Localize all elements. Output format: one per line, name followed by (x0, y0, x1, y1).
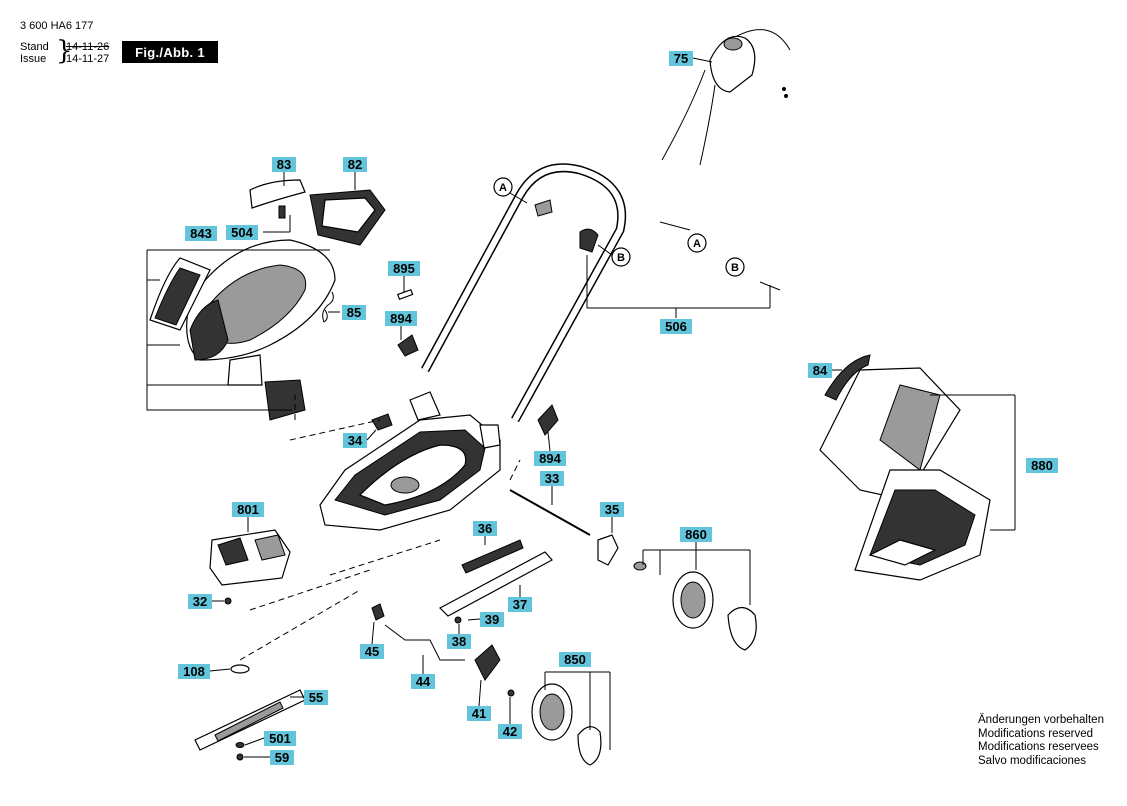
callout-894-top: 894 (385, 311, 417, 326)
svg-text:506: 506 (665, 319, 687, 334)
svg-text:33: 33 (545, 471, 559, 486)
svg-text:37: 37 (513, 597, 527, 612)
issue-label: Issue (20, 53, 47, 65)
svg-text:44: 44 (416, 674, 431, 689)
callout-506: 506 (660, 319, 692, 334)
callout-84: 84 (808, 363, 832, 378)
callout-45: 45 (360, 644, 384, 659)
callout-36: 36 (473, 521, 497, 536)
svg-text:35: 35 (605, 502, 619, 517)
stand-date: 14-11-26 (66, 41, 110, 53)
svg-text:894: 894 (539, 451, 561, 466)
svg-text:59: 59 (275, 750, 289, 765)
axle-and-adjuster (371, 489, 619, 697)
marker-a-lower: A (493, 177, 528, 204)
note-de: Änderungen vorbehalten (978, 714, 1104, 726)
motor-unit (209, 529, 291, 605)
svg-text:82: 82 (348, 157, 362, 172)
callout-843: 843 (185, 226, 217, 241)
svg-text:83: 83 (277, 157, 291, 172)
marker-b-lower: B (597, 244, 631, 267)
svg-text:504: 504 (231, 225, 253, 240)
svg-text:850: 850 (564, 652, 586, 667)
svg-text:860: 860 (685, 527, 707, 542)
callout-85: 85 (342, 305, 366, 320)
svg-text:84: 84 (813, 363, 828, 378)
svg-text:75: 75 (674, 51, 688, 66)
callout-501: 501 (264, 731, 296, 746)
issue-date: 14-11-27 (66, 53, 110, 65)
callout-83: 83 (272, 157, 296, 172)
callout-82: 82 (343, 157, 367, 172)
note-es: Salvo modificaciones (978, 754, 1087, 767)
motor-cover-assembly (149, 179, 386, 421)
svg-text:85: 85 (347, 305, 361, 320)
grass-box-assembly (819, 354, 991, 581)
modification-notes: Änderungen vorbehalten Modifications res… (978, 714, 1104, 768)
upper-handle-assembly (659, 29, 884, 291)
svg-text:34: 34 (348, 433, 363, 448)
note-en: Modifications reserved (978, 727, 1094, 740)
callout-42: 42 (498, 724, 522, 739)
lower-handle-assembly (396, 163, 627, 436)
marker-b-upper: B (725, 257, 745, 277)
svg-text:41: 41 (472, 706, 486, 721)
leader-lines (146, 215, 1016, 750)
svg-text:A: A (693, 238, 701, 250)
svg-text:501: 501 (269, 731, 291, 746)
callout-55: 55 (304, 690, 328, 705)
callout-850: 850 (559, 652, 591, 667)
callout-801: 801 (232, 502, 264, 517)
callout-32: 32 (188, 594, 212, 609)
svg-text:36: 36 (478, 521, 492, 536)
callout-38: 38 (447, 634, 471, 649)
callout-35: 35 (600, 502, 624, 517)
stand-label: Stand (20, 41, 49, 53)
reference-markers: A B A B (493, 177, 745, 277)
callout-75: 75 (669, 51, 693, 66)
callout-860: 860 (680, 527, 712, 542)
svg-text:39: 39 (485, 612, 499, 627)
mower-deck (319, 391, 501, 531)
svg-text:843: 843 (190, 226, 212, 241)
svg-text:B: B (617, 252, 625, 264)
callout-33: 33 (540, 471, 564, 486)
svg-text:895: 895 (393, 261, 415, 276)
svg-text:894: 894 (390, 311, 412, 326)
callout-41: 41 (467, 706, 491, 721)
svg-text:45: 45 (365, 644, 379, 659)
callout-504: 504 (226, 225, 258, 240)
callout-labels: 75 83 82 504 843 895 85 894 506 84 34 89… (178, 51, 1058, 765)
callout-880: 880 (1026, 458, 1058, 473)
front-wheel-set (633, 561, 757, 651)
callout-leaders (209, 57, 842, 758)
cutting-blade (194, 664, 306, 761)
rear-wheel-set (531, 683, 602, 766)
svg-text:A: A (499, 182, 507, 194)
brace-glyph: } (56, 36, 73, 66)
callout-37: 37 (508, 597, 532, 612)
marker-a-upper: A (687, 233, 707, 253)
callout-34: 34 (343, 433, 367, 448)
callout-44: 44 (411, 674, 435, 689)
svg-text:880: 880 (1031, 458, 1053, 473)
svg-text:B: B (731, 262, 739, 274)
callout-108: 108 (178, 664, 210, 679)
callout-39: 39 (480, 612, 504, 627)
callout-59: 59 (270, 750, 294, 765)
svg-text:55: 55 (309, 690, 323, 705)
svg-text:108: 108 (183, 664, 205, 679)
callout-894-bottom: 894 (534, 451, 566, 466)
svg-text:38: 38 (452, 634, 466, 649)
svg-text:42: 42 (503, 724, 517, 739)
note-fr: Modifications reservees (978, 741, 1099, 753)
svg-text:32: 32 (193, 594, 207, 609)
svg-text:801: 801 (237, 502, 259, 517)
figure-label: Fig./Abb. 1 (122, 41, 218, 63)
callout-895: 895 (388, 261, 420, 276)
part-number: 3 600 HA6 177 (20, 20, 94, 32)
